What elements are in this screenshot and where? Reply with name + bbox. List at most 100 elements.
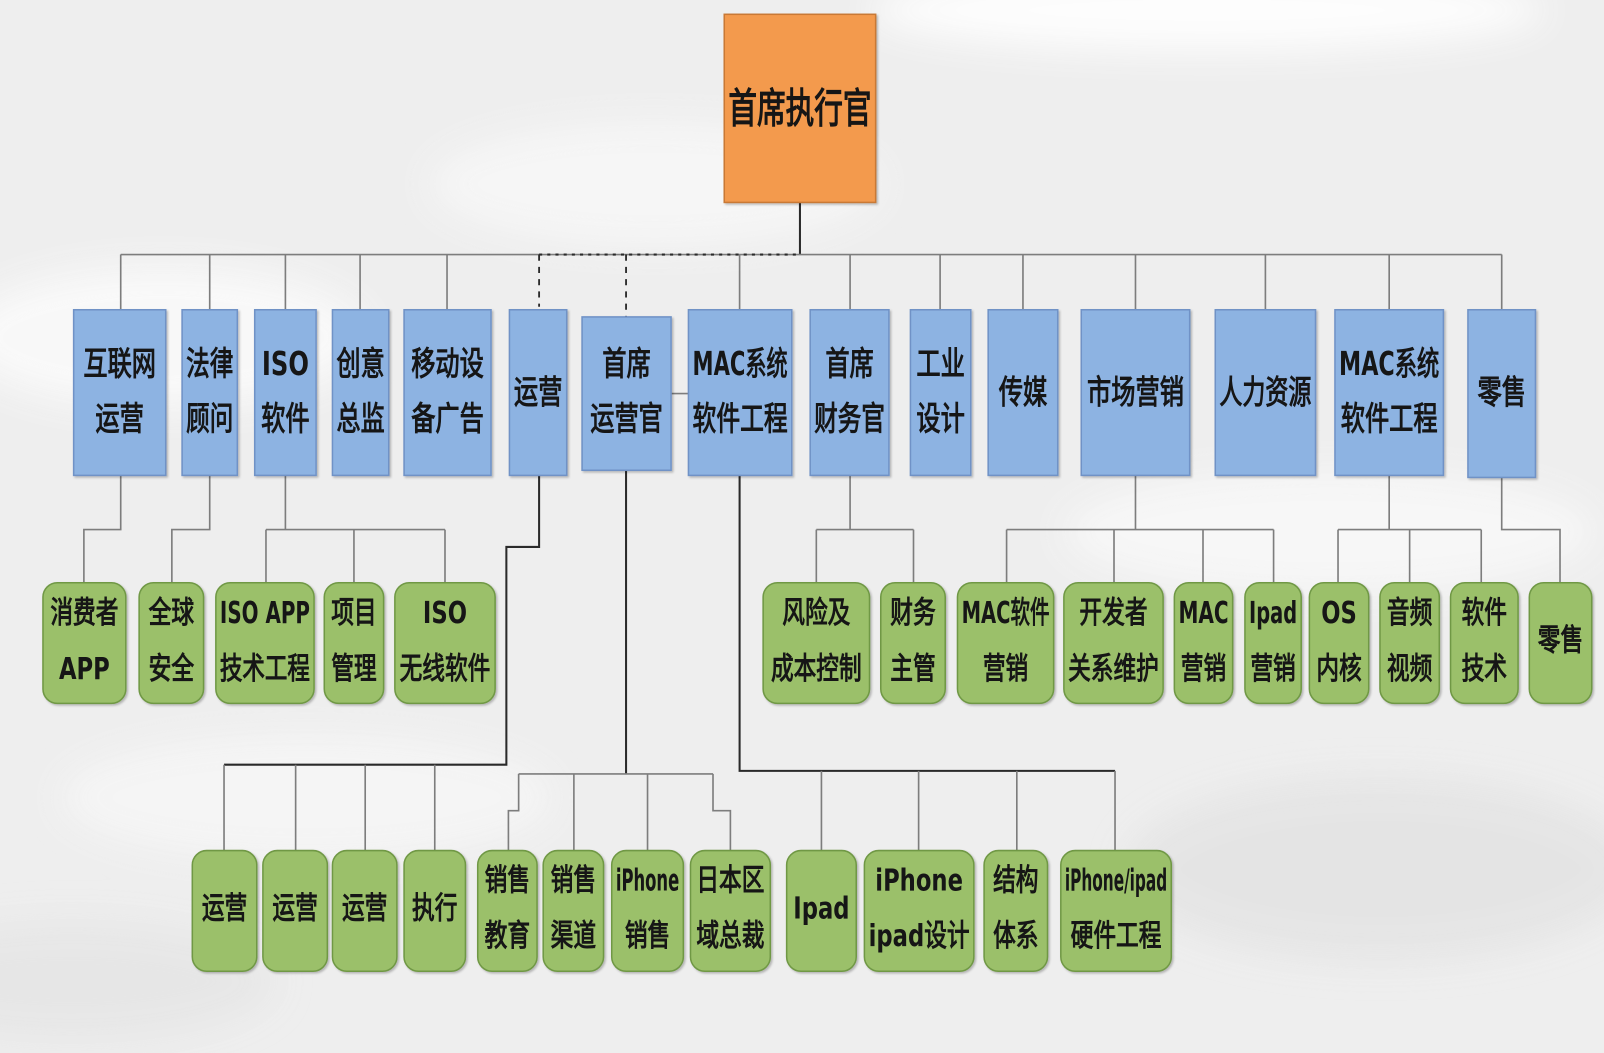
subteam-sales-education: 销售 教育	[476, 849, 538, 972]
node-label: APP	[59, 652, 110, 687]
node-box	[403, 849, 467, 972]
node-label: 软件	[1462, 596, 1507, 631]
node-box	[42, 581, 127, 705]
team-global-security: 全球 安全	[138, 581, 205, 705]
node-label: iPhone	[616, 864, 679, 899]
dept-iso-software: ISO 软件	[253, 308, 317, 477]
node-label: 消费者	[50, 596, 118, 631]
dept-coo: 首席 运营官	[581, 316, 672, 472]
node-label: 安全	[149, 651, 195, 687]
node-label: 设计	[916, 400, 964, 438]
node-label: 全球	[148, 595, 194, 631]
node-label: 运营	[95, 400, 143, 438]
node-box	[1080, 308, 1191, 477]
node-label: 成本控制	[771, 652, 862, 687]
node-label: 关系维护	[1068, 652, 1159, 687]
node-label: iPhone/ipad	[1065, 864, 1167, 899]
node-label: 零售	[1477, 374, 1525, 412]
node-label: Ipad	[793, 891, 849, 926]
node-box	[723, 13, 877, 204]
node-label: Ipad	[1249, 596, 1297, 631]
connector-line	[265, 475, 446, 583]
node-box	[1214, 308, 1317, 477]
node-box	[1467, 308, 1537, 479]
node-label: 内核	[1316, 652, 1362, 687]
subteam-operations-1: 运营	[191, 849, 258, 972]
node-ceo: 首席执行官	[723, 13, 877, 204]
node-label: 零售	[1538, 624, 1583, 659]
team-ipad-marketing: Ipad 营销	[1244, 581, 1302, 705]
team-retail: 零售	[1528, 581, 1593, 705]
node-label: 软件工程	[693, 400, 788, 438]
node-label: 财务	[890, 596, 936, 631]
dept-operations: 运营	[508, 308, 568, 477]
node-box	[181, 308, 239, 477]
team-risk-cost-control: 风险及 成本控制	[762, 581, 871, 705]
node-label: 结构	[993, 864, 1038, 899]
connector-line	[815, 475, 915, 583]
node-label: MAC	[1178, 596, 1228, 631]
team-os-kernel: OS 内核	[1308, 581, 1370, 705]
subteam-structure-system: 结构 体系	[983, 849, 1049, 972]
connector-line	[1500, 477, 1561, 583]
node-label: 销售	[625, 919, 670, 954]
subteam-ipad: Ipad	[785, 849, 857, 972]
node-box	[809, 308, 890, 477]
dept-industrial-design: 工业 设计	[909, 308, 972, 477]
node-label: ISO	[423, 596, 467, 631]
team-finance-supervisor: 财务 主管	[880, 581, 946, 705]
node-box	[1379, 581, 1441, 705]
node-box	[956, 581, 1055, 705]
node-label: 法律	[186, 345, 233, 383]
node-label: 财务官	[814, 400, 885, 438]
node-label: 开发者	[1079, 596, 1147, 631]
node-label: 市场营销	[1087, 374, 1184, 412]
node-box	[1063, 581, 1164, 705]
node-box	[215, 581, 315, 705]
node-box	[138, 581, 205, 705]
node-label: 体系	[993, 919, 1038, 954]
node-box	[394, 581, 496, 705]
dept-human-resources: 人力资源	[1214, 308, 1317, 477]
connector-line	[507, 773, 732, 851]
node-label: 视频	[1387, 652, 1433, 687]
node-label: MAC软件	[962, 596, 1050, 631]
node-label: 首席执行官	[728, 84, 871, 132]
node-label: OS	[1321, 596, 1357, 631]
node-box	[1244, 581, 1302, 705]
node-box	[191, 849, 258, 972]
node-label: 营销	[1250, 652, 1295, 687]
node-box	[785, 849, 857, 972]
connector-line	[1005, 475, 1275, 583]
subteam-iphone-ipad-hardware: iPhone/ipad 硬件工程	[1060, 849, 1173, 972]
node-label: 执行	[412, 891, 457, 926]
node-label: 传媒	[998, 374, 1047, 412]
node-label: 渠道	[551, 919, 597, 954]
node-label: iPhone	[875, 864, 963, 899]
node-label: 技术	[1462, 652, 1508, 687]
node-label: 主管	[890, 652, 935, 687]
connector-line	[83, 475, 122, 583]
node-label: ISO APP	[220, 596, 310, 631]
node-label: 域总裁	[696, 919, 764, 954]
subteam-operations-2: 运营	[262, 849, 329, 972]
node-box	[1528, 581, 1593, 705]
node-box	[762, 581, 871, 705]
node-label: 工业	[916, 345, 964, 383]
connector-lines	[83, 202, 1561, 851]
node-label: 教育	[485, 918, 530, 954]
node-label: 首席	[602, 345, 650, 383]
node-label: 运营	[272, 891, 317, 926]
node-box	[323, 581, 385, 705]
node-label: 营销	[983, 652, 1028, 687]
connector-line	[738, 475, 1116, 772]
subteam-iphone-sales: iPhone 销售	[610, 849, 685, 972]
node-label: 软件	[261, 400, 309, 438]
dept-mac-software-engineering-2: MAC系统 软件工程	[1334, 308, 1445, 477]
subteam-execution: 执行	[403, 849, 467, 972]
dept-retail: 零售	[1467, 308, 1537, 479]
node-box	[253, 308, 317, 477]
node-label: 销售	[551, 864, 596, 899]
team-iso-app-engineering: ISO APP 技术工程	[215, 581, 315, 705]
node-box	[610, 849, 685, 972]
